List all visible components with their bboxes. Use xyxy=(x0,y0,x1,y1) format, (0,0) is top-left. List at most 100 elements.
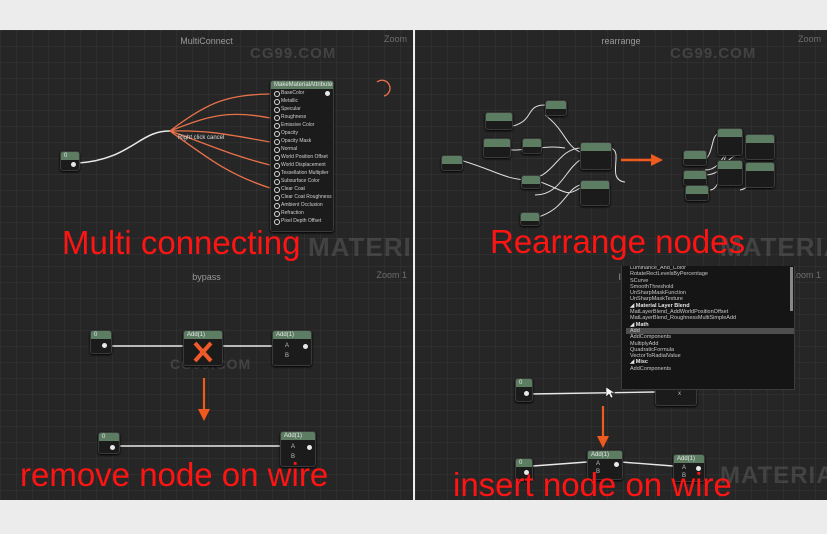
graph-node[interactable] xyxy=(683,170,707,186)
menu-item[interactable]: Add xyxy=(626,327,794,335)
graph-node[interactable] xyxy=(545,100,567,116)
menu-section-header[interactable]: ◢ Math xyxy=(630,321,649,328)
menu-item[interactable]: SmoothThreshold xyxy=(630,283,674,290)
zoom-label: Zoom xyxy=(383,34,407,44)
input-pin-row[interactable]: Opacity Mask xyxy=(271,137,333,145)
graph-node[interactable] xyxy=(717,128,743,156)
graph-node[interactable] xyxy=(521,175,541,189)
output-pin[interactable] xyxy=(325,91,330,96)
input-pin-row[interactable]: Clear Coat xyxy=(271,185,333,193)
menu-section-header[interactable]: ◢ Material Layer Blend xyxy=(630,302,690,309)
input-pin-row[interactable]: Clear Coat Roughness xyxy=(271,193,333,201)
input-pin-row[interactable]: BaseColor xyxy=(271,89,333,97)
input-pin-row[interactable]: World Position Offset xyxy=(271,153,333,161)
graph-node[interactable] xyxy=(683,150,707,166)
graph-node[interactable] xyxy=(485,112,513,130)
input-pin-icon[interactable] xyxy=(274,179,280,185)
input-pin-row[interactable]: Ambient Occlusion xyxy=(271,201,333,209)
menu-item[interactable]: MatLayerBlend_AddWorldPositionOffset xyxy=(630,309,729,316)
input-pin-icon[interactable] xyxy=(274,219,280,225)
graph-node[interactable] xyxy=(580,180,610,206)
constant-node[interactable]: 0 xyxy=(98,432,120,454)
input-pin-icon[interactable] xyxy=(274,147,280,153)
input-pin-row[interactable]: Opacity xyxy=(271,129,333,137)
panel-multiconnect: MultiConnect Zoom CG99.COM 0 Right click… xyxy=(0,30,413,266)
input-pin-icon[interactable] xyxy=(274,139,280,145)
menu-item[interactable]: VectorToRadialValue xyxy=(630,353,681,360)
input-pin-icon[interactable] xyxy=(274,171,280,177)
menu-item[interactable]: SCurve xyxy=(630,277,649,284)
input-pin-icon[interactable] xyxy=(274,163,280,169)
graph-node[interactable] xyxy=(745,162,775,188)
input-pin-icon[interactable] xyxy=(274,107,280,113)
input-pin-row[interactable]: Normal xyxy=(271,145,333,153)
output-pin[interactable] xyxy=(614,462,619,467)
constant-node[interactable]: 0 xyxy=(90,330,112,354)
caption: Rearrange nodes xyxy=(490,223,746,260)
graph-node[interactable] xyxy=(745,134,775,160)
input-pin-row[interactable]: Refraction xyxy=(271,209,333,217)
input-pin-icon[interactable] xyxy=(274,99,280,105)
menu-item[interactable]: MatLayerBlend_RoughnessMultiSimpleAdd xyxy=(630,315,737,322)
output-pin[interactable] xyxy=(110,445,115,450)
graph-node[interactable] xyxy=(483,138,511,158)
menu-item[interactable]: AddComponents xyxy=(630,365,671,372)
constant-node[interactable]: 0 xyxy=(515,458,533,480)
input-pin-icon[interactable] xyxy=(274,211,280,217)
menu-scrollbar[interactable] xyxy=(790,267,793,311)
menu-section-header[interactable]: ◢ Misc xyxy=(630,359,648,366)
input-pin-row[interactable]: Roughness xyxy=(271,113,333,121)
menu-item[interactable]: UnSharpMaskFunction xyxy=(630,290,686,297)
input-pin-icon[interactable] xyxy=(274,155,280,161)
menu-item[interactable]: QuadraticFormula xyxy=(630,346,675,353)
output-pin[interactable] xyxy=(71,162,76,167)
graph-node[interactable] xyxy=(717,160,743,186)
pin-a-label: A xyxy=(682,465,687,471)
pin-b-label: B xyxy=(596,469,601,475)
graph-node[interactable] xyxy=(522,138,542,154)
menu-item[interactable]: AddComponents xyxy=(630,334,671,341)
output-pin[interactable] xyxy=(307,445,312,450)
add-node[interactable]: Add(1) A B xyxy=(272,330,312,366)
input-pin-row[interactable]: Pixel Depth Offset xyxy=(271,217,333,225)
add-node[interactable]: Add(1) A B xyxy=(673,454,705,482)
input-pin-row[interactable]: Subsurface Color xyxy=(271,177,333,185)
add-node-inserted[interactable]: Add(1) A B xyxy=(587,450,623,480)
constant-node-header: 0 xyxy=(516,459,532,467)
input-pin-row[interactable]: Emissive Color xyxy=(271,121,333,129)
input-pin-row[interactable]: Metallic xyxy=(271,97,333,105)
menu-item[interactable]: MultiplyAdd xyxy=(630,340,659,347)
input-pin-icon[interactable] xyxy=(274,195,280,201)
output-pin[interactable] xyxy=(524,470,529,475)
menu-item[interactable]: UnSharpMaskTexture xyxy=(630,296,683,303)
constant-node[interactable]: 0 xyxy=(515,378,533,402)
input-pin-icon[interactable] xyxy=(274,187,280,193)
graph-node[interactable] xyxy=(580,142,612,170)
menu-item[interactable]: RotateRectLevelsByPercentage xyxy=(630,271,708,278)
graph-node[interactable] xyxy=(520,212,540,226)
add-node-removed[interactable]: Add(1) xyxy=(183,330,223,366)
input-pin-icon[interactable] xyxy=(274,131,280,137)
input-pin-row[interactable]: Specular xyxy=(271,105,333,113)
make-material-attributes-header: MakeMaterialAttributes xyxy=(271,81,333,89)
zoom-label: Zoom xyxy=(797,34,821,44)
input-pin-icon[interactable] xyxy=(274,203,280,209)
output-pin[interactable] xyxy=(303,344,308,349)
panel-title: MultiConnect xyxy=(180,36,233,46)
constant-node-header: 0 xyxy=(61,152,79,160)
output-pin[interactable] xyxy=(102,343,107,348)
input-pin-icon[interactable] xyxy=(274,91,280,97)
input-pin-icon[interactable] xyxy=(274,123,280,129)
output-pin[interactable] xyxy=(524,391,529,396)
input-pin-row[interactable]: World Displacement xyxy=(271,161,333,169)
graph-node[interactable] xyxy=(685,185,709,201)
constant-node[interactable]: 0 xyxy=(60,151,80,171)
menu-item[interactable]: Luminance_And_Color xyxy=(630,266,686,271)
graph-node[interactable] xyxy=(441,155,463,171)
add-node[interactable]: Add(1) A B xyxy=(280,431,316,467)
output-pin[interactable] xyxy=(696,466,701,471)
input-pin-row[interactable]: Tessellation Multiplier xyxy=(271,169,333,177)
input-pin-icon[interactable] xyxy=(274,115,280,121)
